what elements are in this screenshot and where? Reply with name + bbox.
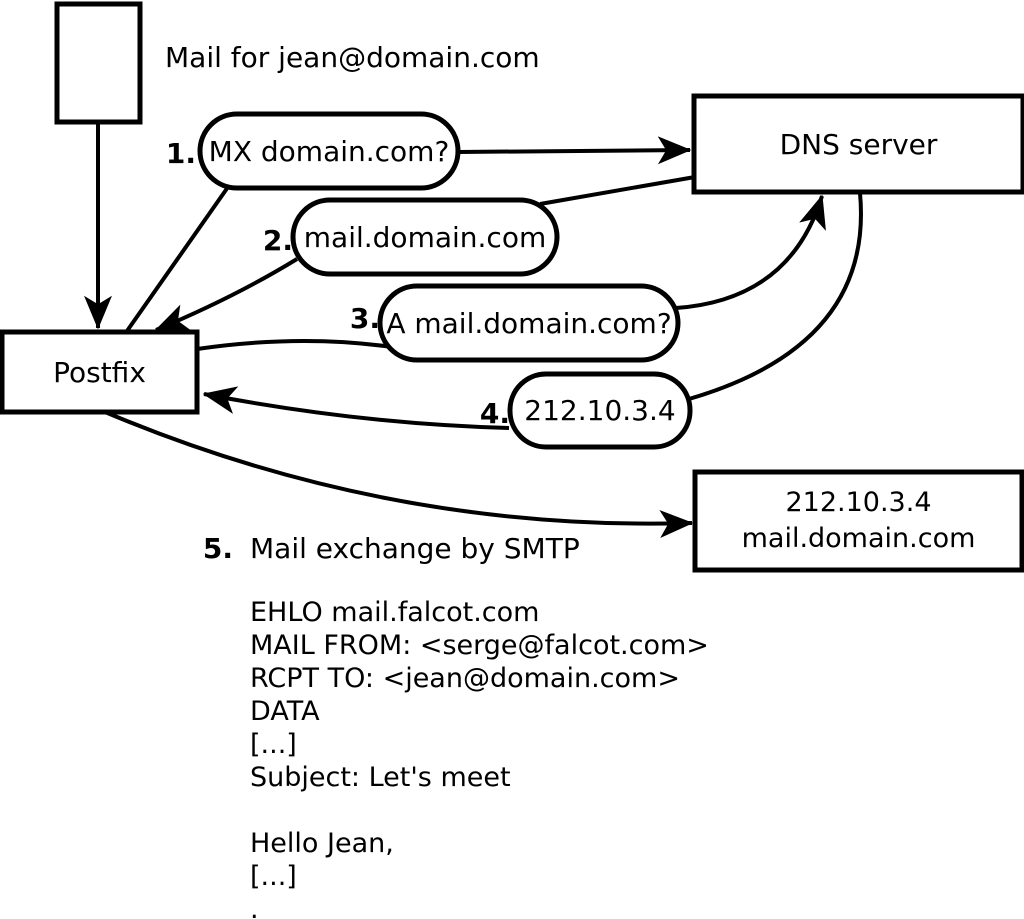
- step3-number: 3.: [349, 302, 380, 335]
- arrow-reply2-to-postfix: [154, 257, 299, 332]
- line-postfix-to-query1: [125, 185, 230, 333]
- arrow-reply4-to-postfix: [202, 386, 510, 430]
- dns-server-box: [691, 93, 1024, 195]
- dns-server-label: DNS server: [779, 127, 938, 161]
- smtp-session-text: EHLO mail.falcot.com MAIL FROM: <serge@f…: [250, 597, 709, 919]
- line-dns-to-reply2: [539, 175, 696, 206]
- reply4-pill: [507, 371, 693, 450]
- step4-reply-label: 212.10.3.4: [524, 394, 676, 427]
- mail-server-label: 212.10.3.4 mail.domain.com: [741, 487, 976, 554]
- line-postfix-to-query3: [196, 338, 393, 351]
- diagram-title: Mail for jean@domain.com: [165, 41, 540, 74]
- step5-label: Mail exchange by SMTP: [250, 532, 580, 565]
- step5-number: 5.: [202, 532, 233, 565]
- arrow-query3-to-dns: [675, 194, 826, 310]
- line-dns-to-reply4: [688, 192, 863, 401]
- step2-reply-label: mail.domain.com: [303, 220, 547, 254]
- query3-pill: [377, 283, 681, 363]
- query1-pill: [197, 111, 461, 191]
- postfix-box: [0, 329, 200, 415]
- postfix-label: Postfix: [53, 355, 146, 389]
- mail-server-box: [692, 469, 1024, 573]
- step2-number: 2.: [262, 224, 293, 257]
- step1-number: 1.: [165, 137, 196, 170]
- step1-query-label: MX domain.com?: [208, 134, 450, 168]
- step3-query-label: A mail.domain.com?: [386, 306, 672, 340]
- arrow-query1-to-dns: [457, 136, 692, 165]
- arrow-postfix-to-mailserver: [104, 410, 694, 538]
- mail-message-shape: [54, 1, 143, 125]
- step4-number: 4.: [479, 397, 510, 430]
- reply2-pill: [290, 197, 560, 277]
